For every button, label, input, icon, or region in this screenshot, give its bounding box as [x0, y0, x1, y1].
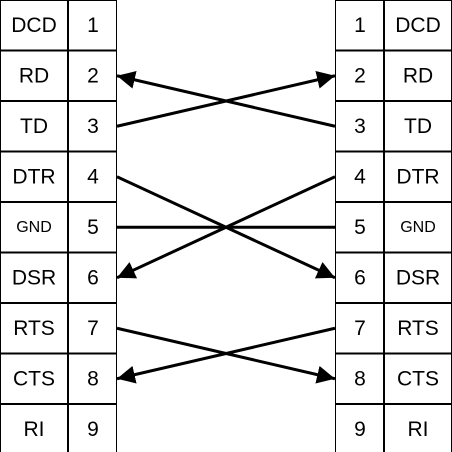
wire-right-td-to-left-rd: [116, 71, 336, 128]
left-cell-box: [68, 303, 117, 354]
left-signal-name: DSR: [12, 266, 56, 289]
left-cell-box: [0, 404, 68, 452]
right-pin-number: 1: [354, 14, 366, 37]
right-cell-box: [335, 202, 384, 253]
right-cell-box: [335, 101, 384, 152]
left-cell-box: [0, 101, 68, 152]
left-cell-box: [68, 151, 117, 202]
left-signal-name: RD: [19, 64, 49, 87]
left-signal-name: CTS: [13, 367, 55, 390]
left-cell-box: [68, 50, 117, 101]
right-pin-number: 4: [354, 165, 366, 188]
right-cell-box: [335, 303, 384, 354]
left-pin-number: 5: [87, 216, 99, 239]
left-row-td: TD 3: [0, 101, 117, 152]
left-pin-number: 3: [87, 115, 99, 138]
left-pin-number: 6: [87, 266, 99, 289]
right-cell-box: [335, 404, 384, 452]
right-signal-name: GND: [400, 219, 436, 236]
right-cell-box: [335, 50, 384, 101]
right-row-gnd: GND 5: [335, 202, 452, 253]
left-row-dcd: DCD 1: [0, 0, 117, 51]
left-signal-name: TD: [20, 115, 48, 138]
right-cell-box: [335, 151, 384, 202]
left-cell-box: [0, 303, 68, 354]
right-signal-name: DCD: [395, 14, 441, 37]
right-cell-box: [335, 353, 384, 404]
right-signal-name: RD: [403, 64, 433, 87]
right-cell-box: [335, 252, 384, 303]
right-pin-number: 9: [354, 418, 366, 441]
right-signal-name: DTR: [396, 165, 439, 188]
left-cell-box: [0, 353, 68, 404]
left-row-dtr: DTR 4: [0, 151, 117, 202]
left-cell-box: [68, 202, 117, 253]
left-row-rts: RTS 7: [0, 303, 117, 354]
left-cell-box: [0, 252, 68, 303]
right-cell-box: [335, 0, 384, 51]
right-pin-number: 2: [354, 64, 366, 87]
right-row-td: TD 3: [335, 101, 452, 152]
left-cell-box: [0, 0, 68, 51]
wire-right-rts-to-left-cts: [116, 326, 336, 384]
left-row-dsr: DSR 6: [0, 252, 117, 303]
left-cell-box: [68, 0, 117, 51]
right-signal-name: RI: [408, 418, 429, 441]
left-cell-box: [68, 101, 117, 152]
left-pin-number: 4: [87, 165, 99, 188]
right-signal-name: DSR: [396, 266, 440, 289]
right-row-dtr: DTR 4: [335, 151, 452, 202]
left-signal-name: DTR: [12, 165, 55, 188]
left-cell-box: [68, 404, 117, 452]
left-cell-box: [0, 50, 68, 101]
left-pin-number: 7: [87, 317, 99, 340]
left-pin-number: 9: [87, 418, 99, 441]
left-signal-name: RI: [24, 418, 45, 441]
left-pin-number: 1: [87, 14, 99, 37]
right-pin-number: 5: [354, 216, 366, 239]
left-row-ri: RI 9: [0, 404, 117, 452]
right-signal-name: RTS: [397, 317, 439, 340]
right-pin-number: 3: [354, 115, 366, 138]
left-signal-name: DCD: [11, 14, 57, 37]
right-pin-number: 7: [354, 317, 366, 340]
left-row-rd: RD 2: [0, 50, 117, 101]
left-row-cts: CTS 8: [0, 353, 117, 404]
left-pin-number: 8: [87, 367, 99, 390]
right-row-cts: CTS 8: [335, 353, 452, 404]
left-signal-name: RTS: [13, 317, 55, 340]
connection-wires: [116, 71, 336, 384]
left-row-gnd: GND 5: [0, 202, 117, 253]
left-cell-box: [0, 151, 68, 202]
left-cell-box: [68, 252, 117, 303]
left-cell-box: [0, 202, 68, 253]
left-cell-box: [68, 353, 117, 404]
right-signal-name: CTS: [397, 367, 439, 390]
right-pin-number: 8: [354, 367, 366, 390]
left-signal-name: GND: [16, 219, 52, 236]
right-pin-number: 6: [354, 266, 366, 289]
left-pin-number: 2: [87, 64, 99, 87]
right-signal-name: TD: [404, 115, 432, 138]
